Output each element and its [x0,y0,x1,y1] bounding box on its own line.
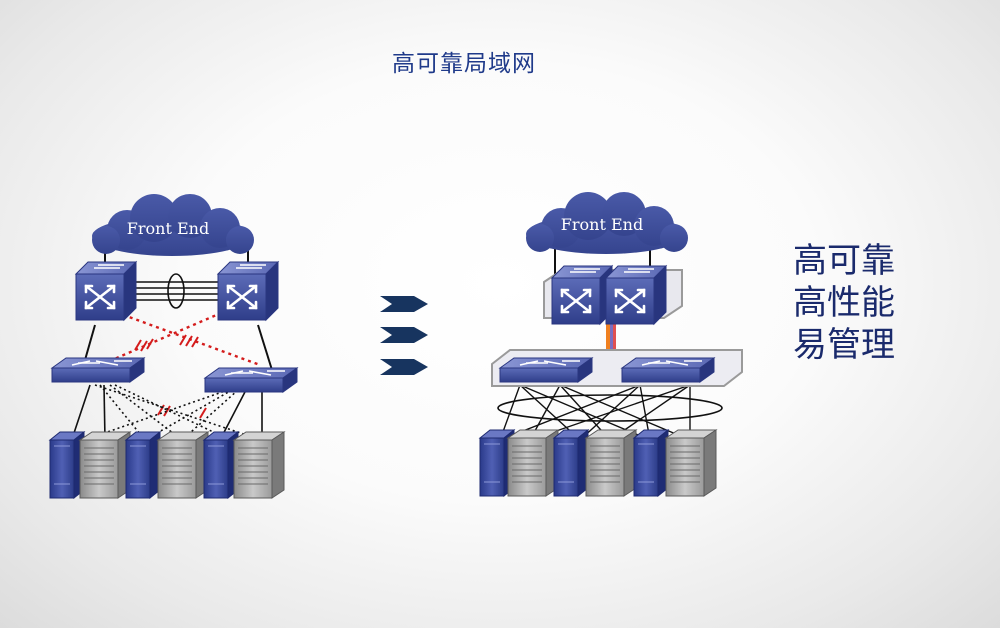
feature-item-performance: 高性能 [793,283,895,323]
left-topology: Front End [49,194,298,499]
feature-list: 高可靠 高性能 易管理 [793,240,895,366]
blocked-port-marks [134,334,207,419]
left-access-switch-1-icon [51,357,145,383]
access-stack [491,349,743,387]
chevron-arrow-icon [380,327,428,343]
left-core-switch-2-icon [216,260,280,322]
right-blade-server-3-icon [633,429,669,497]
right-core-switch-2-icon [604,264,668,326]
left-rack-server-3-icon [233,431,285,499]
left-rack-server-2-icon [157,431,209,499]
right-access-switch-2-icon [621,357,715,383]
page-title: 高可靠局域网 [392,51,536,77]
chevron-arrow-icon [380,296,428,312]
core-stack [543,264,683,326]
right-blade-server-2-icon [553,429,589,497]
right-cloud-label: Front End [561,215,643,234]
left-rack-server-1-icon [79,431,131,499]
transition-arrows [380,296,428,375]
left-core-switch-1-icon [74,260,138,322]
right-topology: Front End [479,192,743,497]
left-blade-server-1-icon [49,431,85,499]
right-rack-server-1-icon [507,429,559,497]
right-core-switch-1-icon [550,264,614,326]
left-cloud-label: Front End [127,219,209,238]
left-access-switch-2-icon [204,367,298,393]
right-rack-server-2-icon [585,429,637,497]
trunk-link [606,318,610,354]
feature-item-reliability: 高可靠 [793,241,895,281]
left-blade-server-3-icon [203,431,239,499]
right-access-switch-1-icon [499,357,593,383]
chevron-arrow-icon [380,359,428,375]
feature-item-manageability: 易管理 [793,325,895,365]
left-blade-server-2-icon [125,431,161,499]
right-rack-server-3-icon [665,429,717,497]
